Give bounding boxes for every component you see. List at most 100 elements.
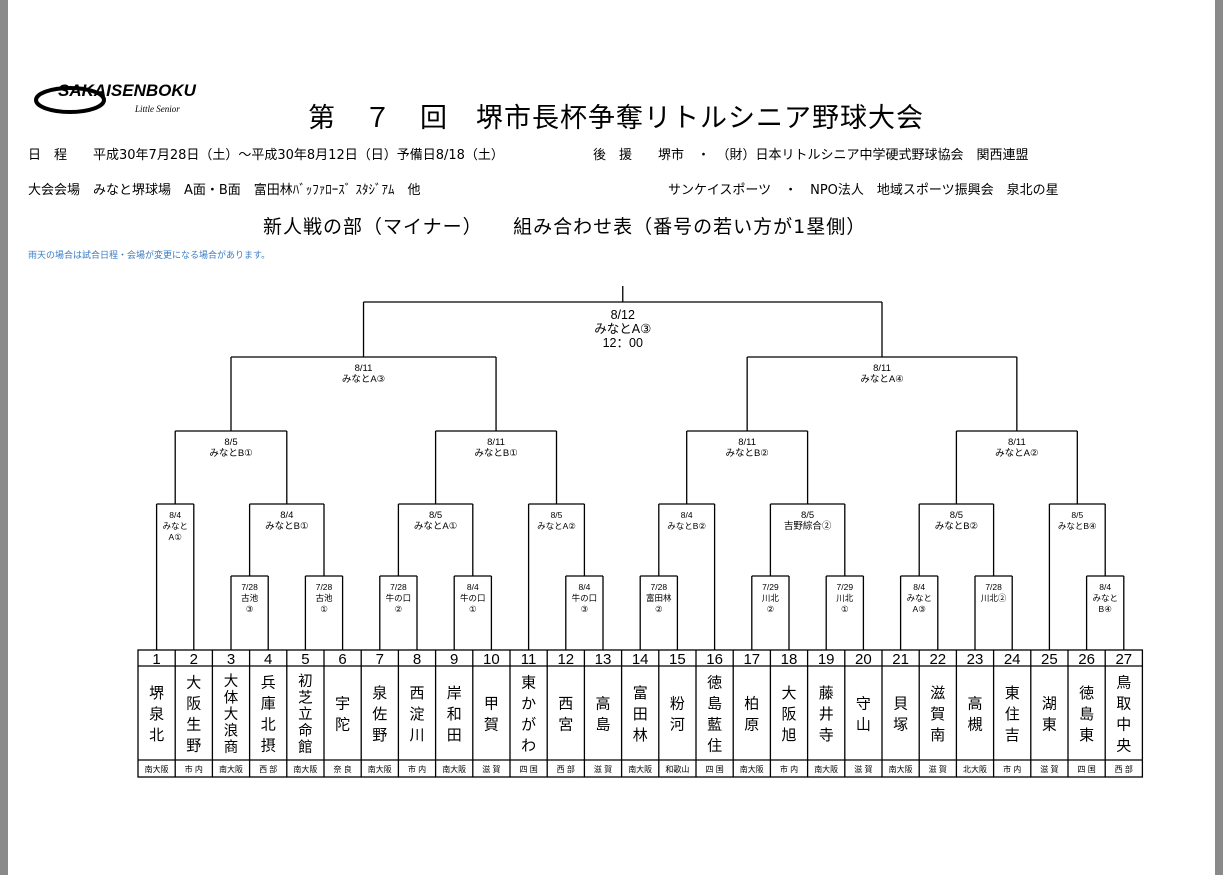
team-region: 四 国 <box>1077 765 1095 774</box>
match-label: 8/11 <box>487 437 505 448</box>
match-label: ② <box>767 604 775 614</box>
team-number: 15 <box>669 651 686 668</box>
team-number: 13 <box>595 651 612 668</box>
team-region: 市 内 <box>1003 764 1021 774</box>
match-label: みなとA③ <box>342 374 386 385</box>
team-name: 徳島東 <box>1079 685 1094 744</box>
team-name: 高島 <box>595 696 610 734</box>
team-number: 3 <box>227 651 235 668</box>
match-label: ① <box>320 604 328 614</box>
team-name: 富田林 <box>633 684 648 744</box>
match-label: みなと <box>906 593 932 603</box>
match-label: みなとB④ <box>1058 521 1097 531</box>
match-label: 8/11 <box>355 363 373 374</box>
team-region: 北大阪 <box>963 764 987 774</box>
team-number: 10 <box>483 651 500 668</box>
match-label: 牛の口 <box>572 593 598 603</box>
team-region: 滋 賀 <box>482 764 500 774</box>
team-name: 兵庫北摂 <box>261 675 276 755</box>
match-label: 8/5 <box>551 510 563 520</box>
match-label: 古池 <box>315 593 333 603</box>
logo-text: SAKAISENBOKU <box>58 81 197 100</box>
match-label: 川北② <box>981 593 1007 603</box>
match-label: みなとA④ <box>860 374 904 385</box>
match-label: みなとA② <box>995 448 1039 459</box>
match-label: 8/4 <box>1099 582 1111 592</box>
match-label: A③ <box>913 604 927 614</box>
team-number: 18 <box>781 651 798 668</box>
match-label: 8/5 <box>429 510 442 521</box>
match-label: 牛の口 <box>386 593 412 603</box>
final-match-label: 12：00 <box>603 336 643 350</box>
match-label: 8/5 <box>950 510 963 521</box>
team-name: 徳島藍住 <box>707 675 722 755</box>
team-name: 東かがわ <box>521 675 536 755</box>
match-label: 8/4 <box>169 510 181 520</box>
match-label: ② <box>395 604 403 614</box>
team-name: 初芝立命館 <box>298 673 313 756</box>
match-label: 7/28 <box>316 582 333 592</box>
team-number: 8 <box>413 651 421 668</box>
bracket-subtitle: 新人戦の部（マイナー） 組み合わせ表（番号の若い方が1塁側） <box>263 216 867 238</box>
match-label: 8/4 <box>280 510 293 521</box>
sakaisenboku-logo: SAKAISENBOKU Little Senior <box>34 81 197 114</box>
team-region: 南大阪 <box>740 764 764 774</box>
team-name: 大体大浪商 <box>224 673 239 756</box>
team-number: 4 <box>264 651 272 668</box>
match-label: A① <box>169 532 183 542</box>
team-name: 宇陀 <box>335 696 350 734</box>
match-label: 富田林 <box>646 593 672 603</box>
team-number: 12 <box>557 651 574 668</box>
match-label: 7/29 <box>762 582 779 592</box>
match-label: みなと <box>162 521 188 531</box>
team-number: 27 <box>1115 651 1132 668</box>
team-region: 南大阪 <box>219 764 243 774</box>
team-number: 5 <box>301 651 309 668</box>
match-label: B④ <box>1099 604 1113 614</box>
team-region: 滋 賀 <box>1040 764 1058 774</box>
team-region: 市 内 <box>408 764 426 774</box>
match-label: みなとB② <box>667 521 706 531</box>
team-region: 南大阪 <box>889 764 913 774</box>
team-number: 26 <box>1078 651 1095 668</box>
team-name: 西宮 <box>558 696 573 734</box>
match-label: 8/11 <box>1008 437 1026 448</box>
match-label: 7/28 <box>390 582 407 592</box>
match-label: 牛の口 <box>460 593 486 603</box>
match-label: みなとB① <box>474 448 518 459</box>
team-number: 9 <box>450 651 458 668</box>
team-name: 藤井寺 <box>819 685 834 744</box>
team-name: 守山 <box>856 696 871 734</box>
team-number: 6 <box>338 651 346 668</box>
team-number: 7 <box>376 651 384 668</box>
rain-note: 雨天の場合は試合日程・会場が変更になる場合があります。 <box>28 251 271 261</box>
match-label: みなとB① <box>265 521 309 532</box>
final-match-label: みなとA③ <box>594 322 651 336</box>
match-label: みなとB① <box>209 448 253 459</box>
team-name: 柏原 <box>744 696 759 734</box>
team-region: 和歌山 <box>665 764 689 774</box>
team-number: 2 <box>190 651 198 668</box>
team-number: 22 <box>929 651 946 668</box>
team-number: 24 <box>1004 651 1021 668</box>
logo-subtext: Little Senior <box>134 104 180 114</box>
team-name: 岸和田 <box>447 685 462 744</box>
venue-text: 大会会場 みなと堺球場 A面・B面 富田林ﾊﾞｯﾌｧﾛｰｽﾞ ｽﾀｼﾞｱﾑ 他 <box>28 183 421 198</box>
team-number: 1 <box>152 651 160 668</box>
team-name: 堺泉北 <box>149 685 164 744</box>
team-region: 滋 賀 <box>854 764 872 774</box>
team-region: 滋 賀 <box>594 764 612 774</box>
match-label: 古池 <box>241 593 259 603</box>
match-label: 8/4 <box>913 582 925 592</box>
match-label: 8/11 <box>873 363 891 374</box>
team-region: 西 部 <box>259 764 277 774</box>
team-region: 滋 賀 <box>929 764 947 774</box>
team-region: 南大阪 <box>368 764 392 774</box>
team-region: 南大阪 <box>814 764 838 774</box>
match-label: みなとB② <box>725 448 769 459</box>
match-label: 8/4 <box>681 510 693 520</box>
team-region: 市 内 <box>780 764 798 774</box>
page-title: 第 ７ 回 堺市長杯争奪リトルシニア野球大会 <box>308 103 924 134</box>
team-number: 11 <box>521 651 537 668</box>
